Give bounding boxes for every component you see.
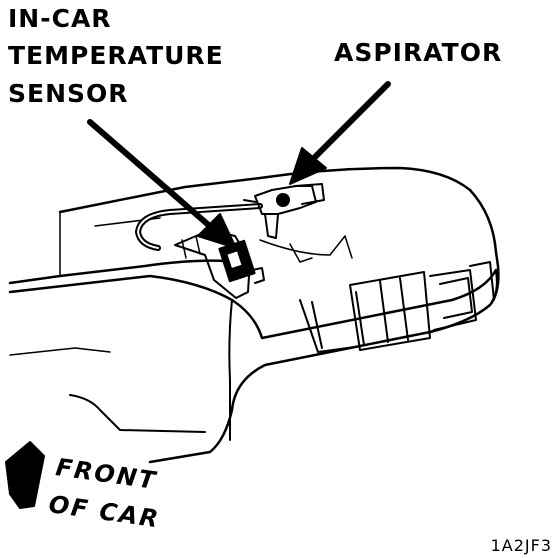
aspirator-label: ASPIRATOR: [334, 38, 503, 67]
sensor-label-line-1: IN-CAR: [8, 4, 112, 33]
lower-left-panel: [69, 394, 206, 433]
sensor-leader-arrow: [87, 119, 237, 249]
vent-panel: [299, 261, 495, 353]
sensor-label-line-2: TEMPERATURE: [8, 41, 224, 70]
in-car-temperature-sensor: [218, 239, 265, 284]
aspirator-hose-inner: [137, 205, 261, 249]
aspirator-unit: [243, 183, 325, 239]
dash-lower-curve: [228, 299, 233, 441]
figure-code: 1A2JF3: [490, 536, 552, 555]
shelf-line: [9, 347, 111, 356]
aspirator-leader-arrow: [289, 81, 391, 185]
harness-wire-2: [289, 243, 313, 263]
harness-wire: [259, 235, 353, 259]
dash-lower-body: [8, 268, 499, 464]
bracket-detail: [181, 235, 201, 259]
front-direction-arrow: [5, 441, 45, 509]
dash-top-outline: [58, 166, 498, 254]
sensor-label-line-3: SENSOR: [8, 79, 129, 108]
